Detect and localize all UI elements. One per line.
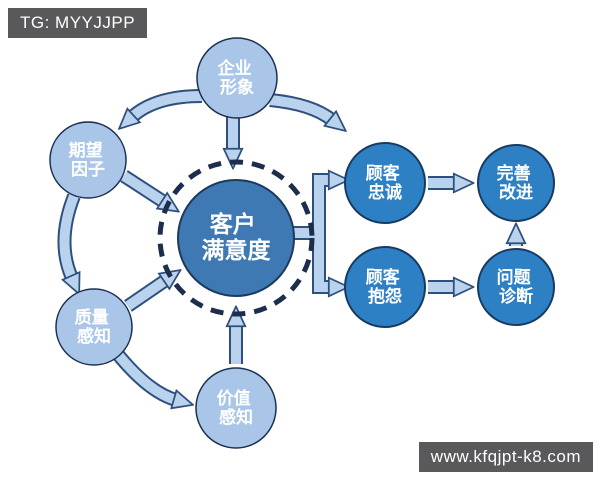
arrow-hub-branch <box>289 175 324 292</box>
customer-complaint-label: 顾客 抱怨 <box>366 267 405 306</box>
value-perception-label: 价值 感知 <box>217 388 256 427</box>
node-expectation-factor <box>49 121 127 199</box>
customer-loyalty-label: 顾客 忠诚 <box>366 163 405 202</box>
arrow-expectation-to-hub <box>121 171 164 202</box>
hub-label-line2: 满意度 <box>202 237 272 263</box>
arrow-quality-to-hub <box>125 280 166 311</box>
site-watermark-badge: www.kfqjpt-k8.com <box>418 442 593 472</box>
hub-label-line1: 客户 <box>210 211 256 237</box>
node-corporate-image <box>196 37 278 119</box>
hub-label: 客户 满意度 <box>202 211 272 263</box>
node-value-perception <box>195 367 277 449</box>
expectation-factor-label: 期望 因子 <box>69 140 108 179</box>
node-customer-satisfaction-hub <box>177 179 295 297</box>
corporate-image-label: 企业 形象 <box>217 58 257 97</box>
tag-watermark-badge: TG: MYYJJPP <box>8 8 148 38</box>
node-customer-complaint <box>344 246 426 328</box>
node-problem-diagnosis <box>477 248 555 326</box>
improvement-label: 完善 改进 <box>497 163 536 202</box>
problem-diagnosis-label: 问题 诊断 <box>497 267 536 306</box>
arrow-corporate-to-loyalty <box>269 95 332 120</box>
quality-perception-label: 质量 感知 <box>75 307 114 346</box>
node-quality-perception <box>55 288 133 366</box>
hub-dashed-ring <box>157 159 315 317</box>
node-customer-loyalty <box>344 142 426 224</box>
arrow-quality-to-value <box>112 348 176 400</box>
arrow-expectation-to-quality <box>59 194 74 278</box>
arrow-corporate-to-expectation <box>132 91 203 117</box>
node-improvement <box>477 144 555 222</box>
arrows <box>59 91 516 400</box>
